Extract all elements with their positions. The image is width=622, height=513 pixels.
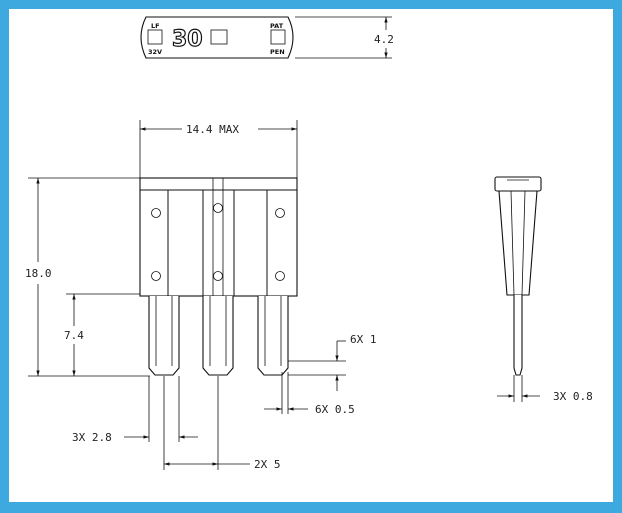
width-dim: 14.4 MAX bbox=[186, 123, 239, 136]
terminal-center bbox=[202, 296, 234, 376]
side-thickness-dim: 3X 0.8 bbox=[553, 390, 593, 403]
top-height-dim: 4.2 bbox=[374, 33, 394, 46]
right-test-pad bbox=[270, 29, 286, 45]
right-bottom-mark: PEN bbox=[270, 48, 285, 56]
terminal-width-dim: 3X 2.8 bbox=[72, 431, 112, 444]
side-terminal bbox=[513, 295, 523, 376]
side-view: 3X 0.8 bbox=[494, 176, 593, 403]
height-dim: 18.0 bbox=[25, 267, 52, 280]
left-top-mark: LF bbox=[151, 22, 160, 30]
left-bottom-mark: 32V bbox=[148, 48, 162, 56]
rivet-hole bbox=[213, 203, 223, 213]
rating-number: 30 bbox=[172, 27, 203, 52]
terminal-left bbox=[148, 296, 180, 376]
rivet-hole bbox=[151, 271, 161, 281]
top-view: LF 32V 30 PAT PEN 4.2 bbox=[140, 16, 394, 59]
terminal-length-dim: 7.4 bbox=[64, 329, 84, 342]
rivet-hole bbox=[275, 271, 285, 281]
center-test-pad bbox=[210, 29, 228, 45]
side-body-detail bbox=[521, 190, 526, 296]
top-view-outline bbox=[140, 16, 294, 59]
step-dim: 6X 1 bbox=[350, 333, 377, 346]
thickness-dim: 6X 0.5 bbox=[315, 403, 355, 416]
rivet-hole bbox=[275, 208, 285, 218]
front-view: 14.4 MAX 18.0 bbox=[25, 120, 377, 471]
rivet-hole bbox=[213, 271, 223, 281]
side-cap bbox=[494, 176, 542, 192]
fuse-body bbox=[139, 177, 298, 297]
right-top-mark: PAT bbox=[270, 22, 284, 30]
left-test-pad bbox=[147, 29, 163, 45]
rivet-hole bbox=[151, 208, 161, 218]
pitch-dim: 2X 5 bbox=[254, 458, 281, 471]
terminal-right bbox=[257, 296, 289, 376]
side-body bbox=[498, 190, 538, 296]
side-body-detail bbox=[510, 190, 515, 296]
